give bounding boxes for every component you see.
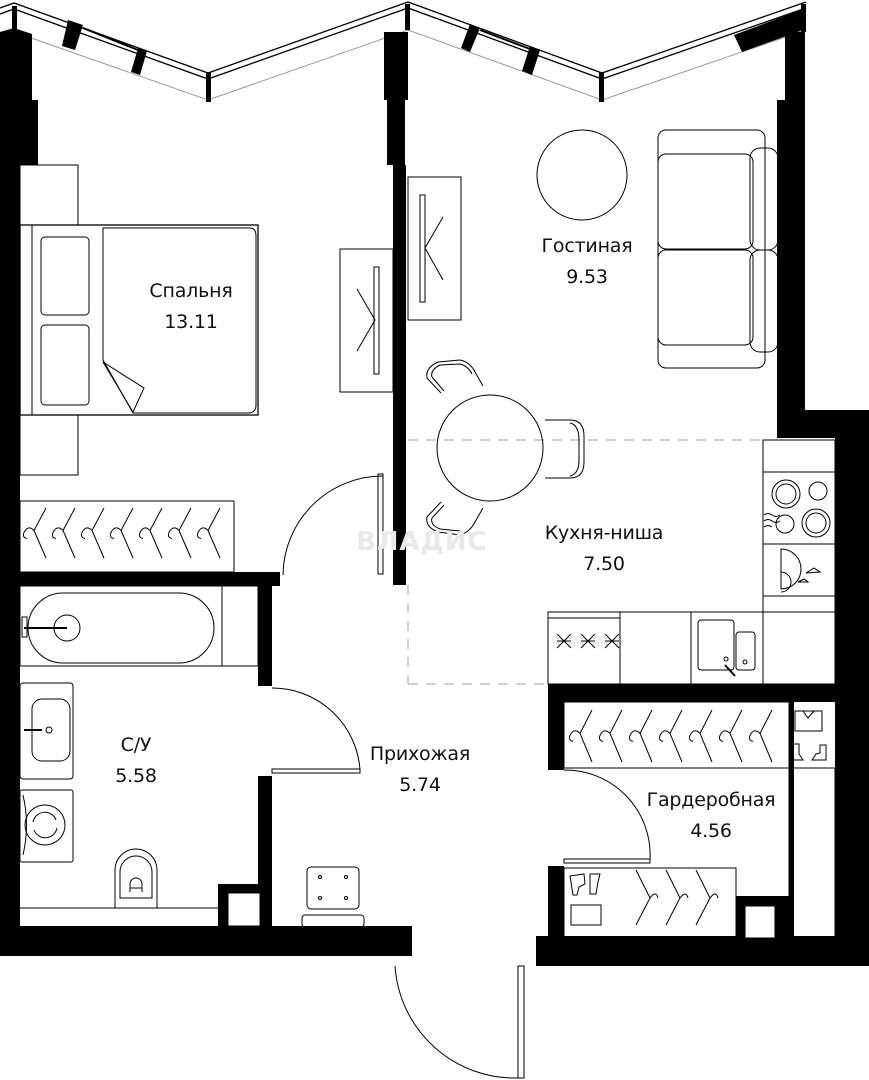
chair-icon: [426, 359, 585, 536]
room-area: 4.56: [690, 820, 732, 842]
oven-icon: [556, 633, 620, 649]
bathtub-icon: [19, 585, 259, 667]
entrance-door-icon: [394, 965, 525, 1079]
room-name: Кухня-ниша: [544, 522, 664, 544]
room-area: 9.53: [566, 266, 608, 288]
washing-machine-icon: [19, 789, 74, 863]
room-name: Спальня: [149, 280, 233, 302]
dining-table-icon: [426, 359, 585, 536]
watermark: ВЛАДИС: [356, 527, 488, 557]
clothes-icon: [794, 710, 823, 732]
room-area: 5.58: [115, 765, 157, 787]
wardrobe-hangers-icon: [19, 500, 235, 573]
room-name: Прихожая: [369, 743, 471, 765]
bathroom-door-icon: [271, 687, 361, 774]
room-name: Гостиная: [541, 235, 633, 257]
dishwasher-icon: [780, 548, 822, 593]
cooktop-icon: [763, 479, 831, 538]
shoes-icon: [792, 743, 827, 761]
room-label-bedroom[interactable]: Спальня 13.11: [149, 276, 232, 338]
wardrobe-hangers-icon: [563, 701, 790, 769]
kitchen-sink-icon: [697, 619, 756, 677]
room-area: 7.50: [583, 553, 625, 575]
sink-icon: [19, 682, 74, 780]
kitchen-cabinets: [547, 439, 836, 685]
round-coffee-table-icon: [536, 129, 628, 221]
zone-divider: [407, 439, 760, 685]
wardrobe-shelf-icon: [563, 867, 737, 939]
room-name: Гардеробная: [646, 789, 776, 811]
sofa-icon: [657, 129, 779, 369]
facade-windows: [0, 1, 807, 102]
room-label-kitchen[interactable]: Кухня-ниша 7.50: [545, 518, 664, 580]
shoe-cabinet-icon: [301, 866, 365, 928]
room-label-wardrobe[interactable]: Гардеробная 4.56: [647, 785, 776, 847]
bedroom-door-icon: [282, 473, 384, 576]
toilet-icon: [20, 848, 218, 909]
right-storage: [788, 767, 836, 939]
wardrobe-door-icon: [563, 769, 651, 864]
room-label-hallway[interactable]: Прихожая 5.74: [370, 739, 470, 801]
radiator-icon: [339, 176, 462, 393]
room-area: 13.11: [164, 311, 218, 333]
room-label-bathroom[interactable]: С/У 5.58: [115, 730, 157, 792]
room-area: 5.74: [399, 774, 441, 796]
room-label-living[interactable]: Гостиная 9.53: [542, 231, 633, 293]
walls: [0, 28, 869, 966]
room-name: С/У: [120, 734, 152, 756]
bed-icon: [19, 164, 259, 476]
